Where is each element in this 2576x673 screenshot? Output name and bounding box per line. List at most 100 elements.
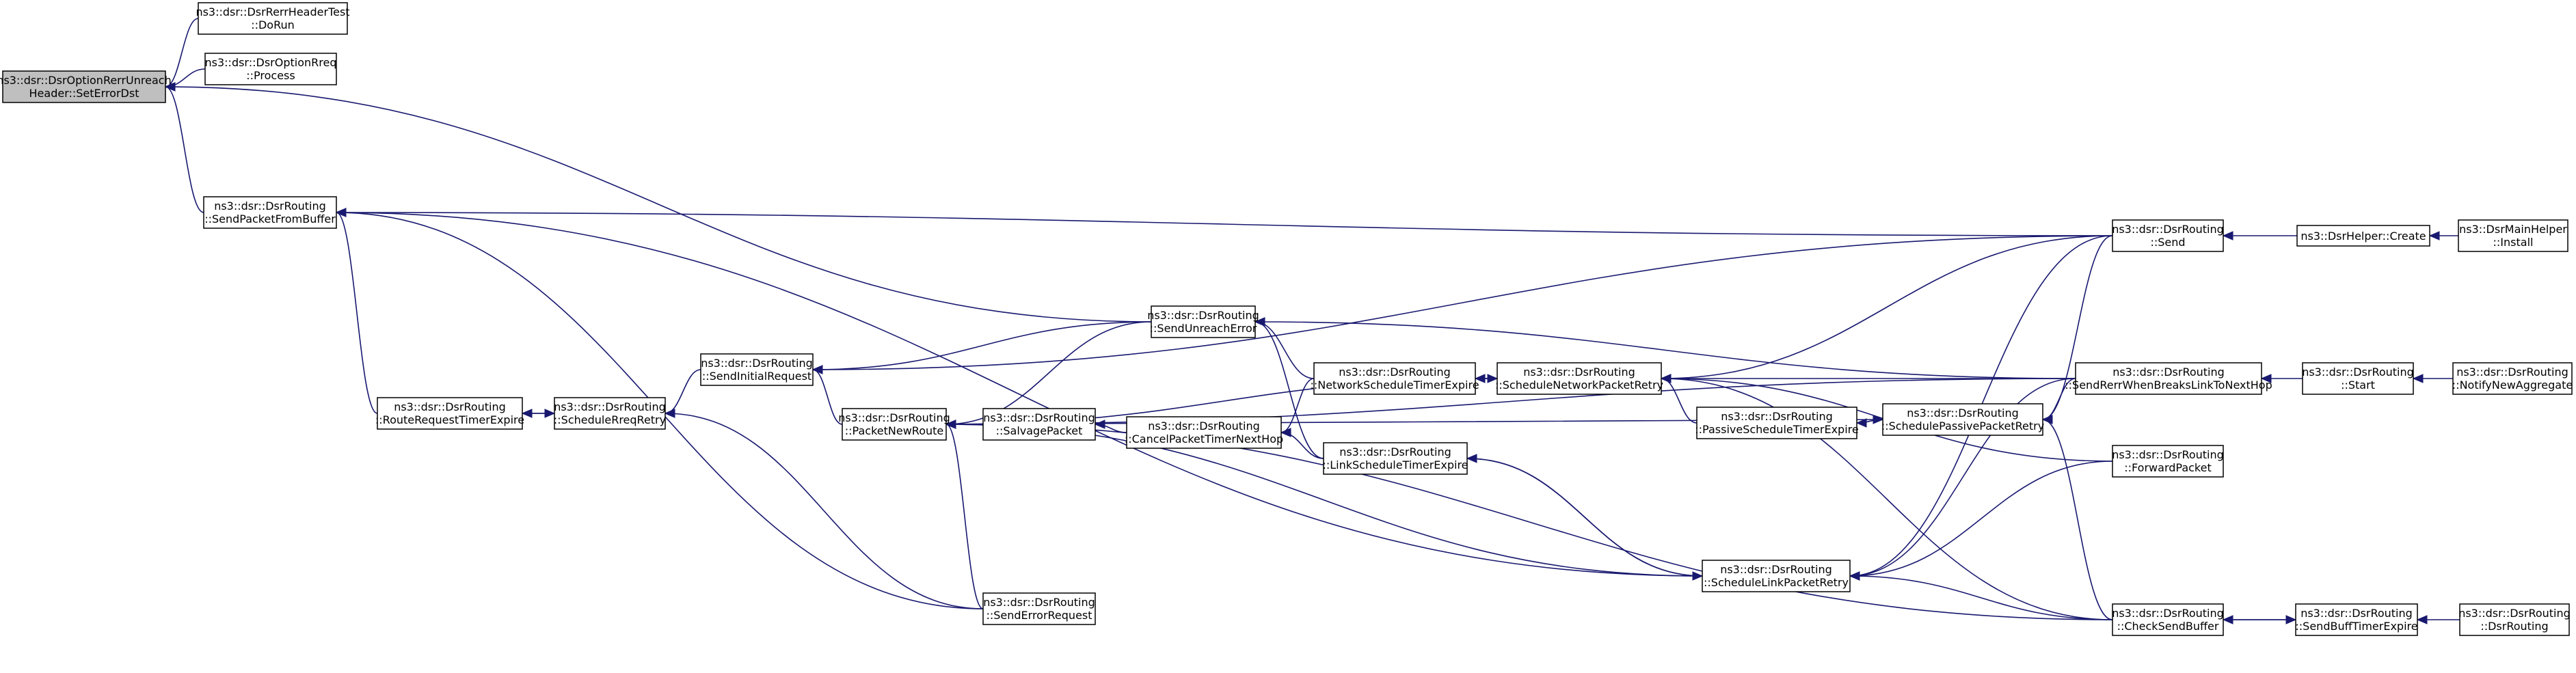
node-salvage-packet[interactable]: ns3::dsr::DsrRouting::SalvagePacket [982, 408, 1096, 441]
node-check-send-buffer[interactable]: ns3::dsr::DsrRouting::CheckSendBuffer [2112, 603, 2224, 636]
node-box [982, 408, 1096, 441]
node-label-line1: ns3::DsrHelper::Create [2300, 230, 2426, 243]
node-box [377, 397, 523, 430]
node-label-line2: ::SendUnreachError [1150, 322, 1257, 335]
node-label-line2: ::Install [2493, 236, 2534, 249]
edge-send-initial-request-to-schedule-rreq-retry [664, 369, 701, 418]
edge-send-error-request-to-packet-new-route [945, 420, 984, 609]
node-schedule-rreq-retry[interactable]: ns3::dsr::DsrRouting::ScheduleRreqRetry [554, 397, 666, 430]
node-label-line2: ::SchedulePassivePacketRetry [1881, 420, 2044, 432]
node-box [2, 70, 166, 103]
edge-send-to-send-initial-request [811, 235, 2113, 374]
edge-passive-schedule-timer-expire-to-schedule-network-packet-retry [1660, 374, 1698, 424]
node-packet-new-route[interactable]: ns3::dsr::DsrRouting::PacketNewRoute [838, 408, 950, 441]
node-box [2296, 225, 2430, 247]
node-label-line2: ::ScheduleRreqRetry [554, 413, 666, 426]
node-main-helper-install[interactable]: ns3::DsrMainHelper::Install [2458, 219, 2568, 252]
node-label-line2: ::CancelPacketTimerNextHop [1125, 432, 1283, 445]
node-label-line1: ns3::dsr::DsrRouting [1721, 410, 1833, 423]
node-schedule-passive-packet-retry[interactable]: ns3::dsr::DsrRouting::SchedulePassivePac… [1881, 403, 2044, 436]
edge-send-unreach-error-to-set-error-dst [164, 82, 1152, 322]
node-label-line1: ns3::dsr::DsrRouting [2300, 607, 2413, 620]
edge-passive-schedule-timer-expire-to-schedule-passive-packet-retry [1856, 415, 1884, 424]
node-label-line2: ::NotifyNewAggregate [2452, 379, 2573, 392]
node-send-unreach-error[interactable]: ns3::dsr::DsrRouting::SendUnreachError [1147, 305, 1259, 338]
node-label-line2: ::SendInitialRequest [702, 370, 811, 383]
node-box [2075, 362, 2262, 395]
node-helper-create[interactable]: ns3::DsrHelper::Create [2296, 225, 2430, 247]
node-box [842, 408, 947, 441]
node-label-line1: ns3::dsr::DsrRouting [1907, 407, 2019, 420]
node-box [2295, 603, 2418, 636]
node-label-line1: ns3::DsrMainHelper [2459, 223, 2567, 236]
node-label-line1: ns3::dsr::DsrRouting [2112, 448, 2224, 461]
node-label-line2: ::ScheduleLinkPacketRetry [1704, 576, 1849, 589]
node-label-line2: ::SendRerrWhenBreaksLinkToNextHop [2065, 379, 2272, 392]
edge-check-send-buffer-to-schedule-network-packet-retry [1660, 374, 2113, 620]
node-label-line2: ::Send [2150, 236, 2185, 249]
node-label-line1: ns3::dsr::DsrRouting [1147, 309, 1259, 322]
node-schedule-link-packet-retry[interactable]: ns3::dsr::DsrRouting::ScheduleLinkPacket… [1702, 560, 1851, 592]
edge-send-packet-from-buffer-to-set-error-dst [164, 82, 204, 213]
node-label-line2: ::NetworkScheduleTimerExpire [1310, 379, 1479, 392]
node-label-line1: ns3::dsr::DsrRouting [1339, 445, 1451, 458]
node-box [2302, 362, 2414, 395]
node-box [982, 592, 1096, 625]
node-box [2459, 603, 2570, 636]
node-box [700, 353, 814, 386]
node-cancel-packet-timer-next-hop[interactable]: ns3::dsr::DsrRouting::CancelPacketTimerN… [1125, 416, 1283, 449]
node-label-line2: ::PassiveScheduleTimerExpire [1695, 423, 1858, 436]
node-send[interactable]: ns3::dsr::DsrRouting::Send [2112, 219, 2224, 252]
node-label-line1: ns3::dsr::DsrRouting [1523, 366, 1635, 379]
node-box [2112, 445, 2224, 478]
node-box [204, 53, 337, 85]
edge-send-to-send-packet-from-buffer [335, 208, 2113, 236]
node-label-line2: ::Process [246, 69, 295, 82]
node-label-line2: ::DoRun [251, 18, 295, 31]
node-label-line2: ::SalvagePacket [996, 424, 1083, 437]
node-label-line2: ::SendPacketFromBuffer [204, 212, 336, 225]
node-box [1151, 305, 1256, 338]
node-route-request-timer-expire[interactable]: ns3::dsr::DsrRouting::RouteRequestTimerE… [375, 397, 524, 430]
node-box [1313, 362, 1476, 395]
edge-schedule-link-packet-retry-to-link-schedule-timer-expire [1466, 454, 1703, 577]
node-label-line2: ::RouteRequestTimerExpire [375, 413, 524, 426]
node-label-line1: ns3::dsr::DsrRouting [1339, 366, 1451, 379]
node-label-line1: ns3::dsr::DsrRouting [2302, 366, 2414, 379]
node-label-line1: ns3::dsr::DsrRouting [2458, 607, 2571, 620]
node-dsr-routing[interactable]: ns3::dsr::DsrRouting::DsrRouting [2458, 603, 2571, 636]
node-send-rerr-when-breaks-link-to-next-hop[interactable]: ns3::dsr::DsrRouting::SendRerrWhenBreaks… [2065, 362, 2272, 395]
node-do-run[interactable]: ns3::dsr::DsrRerrHeaderTest::DoRun [196, 2, 350, 35]
edge-network-schedule-timer-expire-to-send-unreach-error [1254, 317, 1315, 379]
node-label-line2: ::CheckSendBuffer [2117, 620, 2219, 633]
node-box [1126, 416, 1282, 449]
node-box [2452, 362, 2573, 395]
edge-send-error-request-to-schedule-rreq-retry [664, 409, 984, 609]
node-schedule-network-packet-retry[interactable]: ns3::dsr::DsrRouting::ScheduleNetworkPac… [1495, 362, 1663, 395]
node-box [1497, 362, 1662, 395]
node-send-initial-request[interactable]: ns3::dsr::DsrRouting::SendInitialRequest [700, 353, 814, 386]
node-process[interactable]: ns3::dsr::DsrOptionRreq::Process [204, 53, 337, 85]
edge-check-send-buffer-to-schedule-passive-packet-retry [2041, 415, 2113, 620]
node-box [1702, 560, 1851, 592]
node-send-error-request[interactable]: ns3::dsr::DsrRouting::SendErrorRequest [982, 592, 1096, 625]
edge-network-schedule-timer-expire-to-schedule-network-packet-retry [1475, 374, 1499, 383]
node-set-error-dst[interactable]: ns3::dsr::DsrOptionRerrUnreachHeader::Se… [0, 70, 172, 103]
node-label-line2: Header::SetErrorDst [29, 87, 139, 100]
edge-helper-create-to-send [2222, 231, 2298, 241]
edge-notify-new-aggregate-to-start [2412, 374, 2453, 383]
node-label-line1: ns3::dsr::DsrOptionRerrUnreach [0, 74, 172, 87]
node-box [203, 196, 337, 229]
node-passive-schedule-timer-expire[interactable]: ns3::dsr::DsrRouting::PassiveScheduleTim… [1695, 407, 1859, 439]
node-forward-packet[interactable]: ns3::dsr::DsrRouting::ForwardPacket [2112, 445, 2224, 478]
node-label-line1: ns3::dsr::DsrRouting [2112, 223, 2224, 236]
node-link-schedule-timer-expire[interactable]: ns3::dsr::DsrRouting::LinkScheduleTimerE… [1322, 442, 1468, 475]
node-send-packet-from-buffer[interactable]: ns3::dsr::DsrRouting::SendPacketFromBuff… [203, 196, 337, 229]
node-send-buff-timer-expire[interactable]: ns3::dsr::DsrRouting::SendBuffTimerExpir… [2295, 603, 2418, 636]
node-box [2112, 219, 2224, 252]
node-label-line1: ns3::dsr::DsrRouting [1148, 420, 1260, 432]
node-network-schedule-timer-expire[interactable]: ns3::dsr::DsrRouting::NetworkScheduleTim… [1310, 362, 1479, 395]
edge-start-to-send-rerr-when-breaks-link-to-next-hop [2260, 374, 2303, 383]
node-notify-new-aggregate[interactable]: ns3::dsr::DsrRouting::NotifyNewAggregate [2452, 362, 2573, 395]
node-start[interactable]: ns3::dsr::DsrRouting::Start [2302, 362, 2414, 395]
